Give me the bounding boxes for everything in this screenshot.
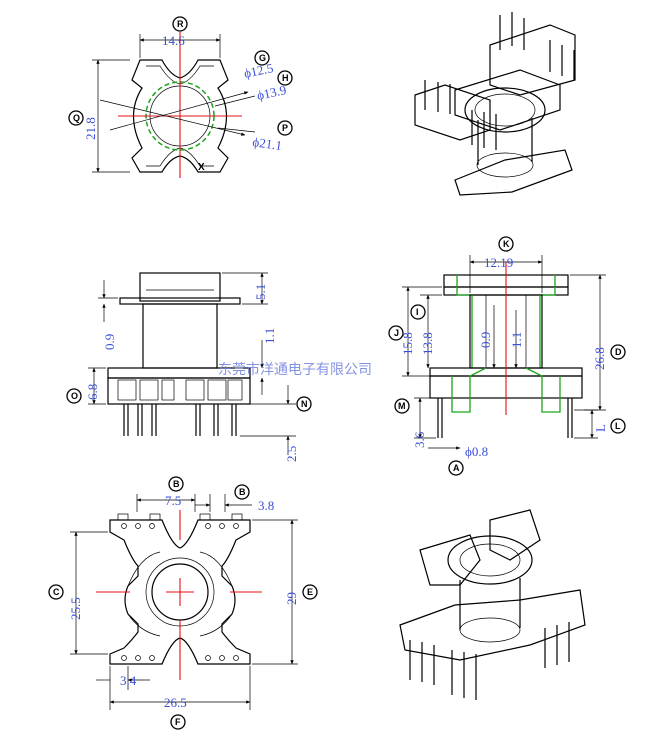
callout-d: D: [610, 344, 626, 360]
top-height-dim: 21.8: [83, 117, 98, 140]
svg-text:K: K: [503, 239, 510, 249]
top-d3-dim: ϕ21.1: [252, 134, 283, 153]
callout-r: R: [172, 16, 188, 32]
side-l-text: L: [593, 424, 608, 432]
bottom-pitch-a-dim: 7.5: [165, 493, 181, 508]
side-total-dim: 26.8: [592, 347, 607, 370]
side-h1-dim: 15.8: [400, 332, 415, 355]
callout-f: F: [170, 714, 186, 730]
top-view: 14.6 21.8 ϕ12.5 ϕ13.9 ϕ21.1 X R G H P Q: [68, 16, 293, 178]
bottom-pitch-b-dim: 3.8: [258, 498, 274, 513]
top-width-dim: 14.6: [162, 33, 185, 48]
front-gap-left-dim: 0.9: [102, 334, 117, 350]
svg-text:F: F: [175, 717, 181, 727]
svg-text:B: B: [239, 487, 246, 497]
top-d1-dim: ϕ12.5: [243, 60, 275, 81]
callout-b1: B: [168, 476, 184, 492]
svg-text:A: A: [453, 463, 460, 473]
front-pin-dim: 2.5: [284, 446, 299, 462]
front-view: 5.1 0.9 1.1 6.8 2.5 O N: [66, 272, 312, 462]
side-inner-dim: 12.19: [484, 255, 513, 270]
callout-c: C: [48, 584, 64, 600]
side-h2-dim: 13.8: [420, 332, 435, 355]
callout-b2: B: [234, 484, 250, 500]
callout-e: E: [302, 584, 318, 600]
front-base-dim: 6.8: [85, 384, 100, 400]
callout-q: Q: [68, 110, 84, 126]
x-mark: X: [198, 162, 205, 173]
top-d2-dim: ϕ13.9: [256, 82, 288, 103]
side-g1-dim: 0.9: [478, 332, 493, 348]
callout-o: O: [66, 388, 82, 404]
svg-text:E: E: [307, 587, 313, 597]
bottom-width-f-dim: 26.5: [164, 695, 187, 710]
bottom-height-c-dim: 25.5: [68, 597, 83, 620]
bottom-view: 7.5 3.8 25.5 29 3.4 26.5 B B C E F: [48, 476, 318, 730]
iso-view-top: [414, 12, 576, 196]
front-top-dim: 5.1: [253, 284, 268, 300]
callout-g: G: [254, 50, 270, 66]
side-pin-dia-dim: ϕ0.8: [465, 444, 488, 459]
iso-view-bottom: [399, 509, 586, 700]
company-watermark: 东莞市洋通电子有限公司: [218, 361, 372, 378]
callout-k: K: [498, 236, 514, 252]
svg-text:D: D: [615, 347, 622, 357]
callout-l: L: [610, 418, 626, 434]
side-g2-dim: 1.1: [509, 332, 524, 348]
svg-text:N: N: [301, 399, 308, 409]
callout-p: P: [277, 120, 293, 136]
callout-j: J: [388, 325, 404, 341]
callout-m: M: [394, 398, 410, 414]
svg-text:Q: Q: [73, 113, 80, 123]
svg-text:I: I: [416, 307, 419, 317]
svg-text:R: R: [177, 19, 184, 29]
callout-n: N: [296, 396, 312, 412]
svg-text:H: H: [282, 73, 289, 83]
callout-h: H: [277, 70, 293, 86]
svg-text:L: L: [615, 421, 621, 431]
callout-a: A: [448, 460, 464, 476]
bottom-height-e-dim: 29: [284, 592, 299, 605]
svg-text:O: O: [71, 391, 78, 401]
side-view: 12.19 15.8 13.8 0.9 1.1 26.8 3.6 ϕ0.8 L …: [388, 236, 626, 476]
svg-text:P: P: [282, 123, 288, 133]
side-pin-len-dim: 3.6: [412, 431, 427, 448]
callout-i: I: [410, 304, 426, 320]
svg-text:C: C: [53, 587, 60, 597]
svg-text:J: J: [394, 328, 399, 338]
bottom-offset-dim: 3.4: [120, 673, 137, 688]
svg-text:B: B: [173, 479, 180, 489]
svg-text:M: M: [398, 401, 406, 411]
front-gap-right-dim: 1.1: [262, 328, 277, 344]
svg-text:G: G: [259, 53, 266, 63]
